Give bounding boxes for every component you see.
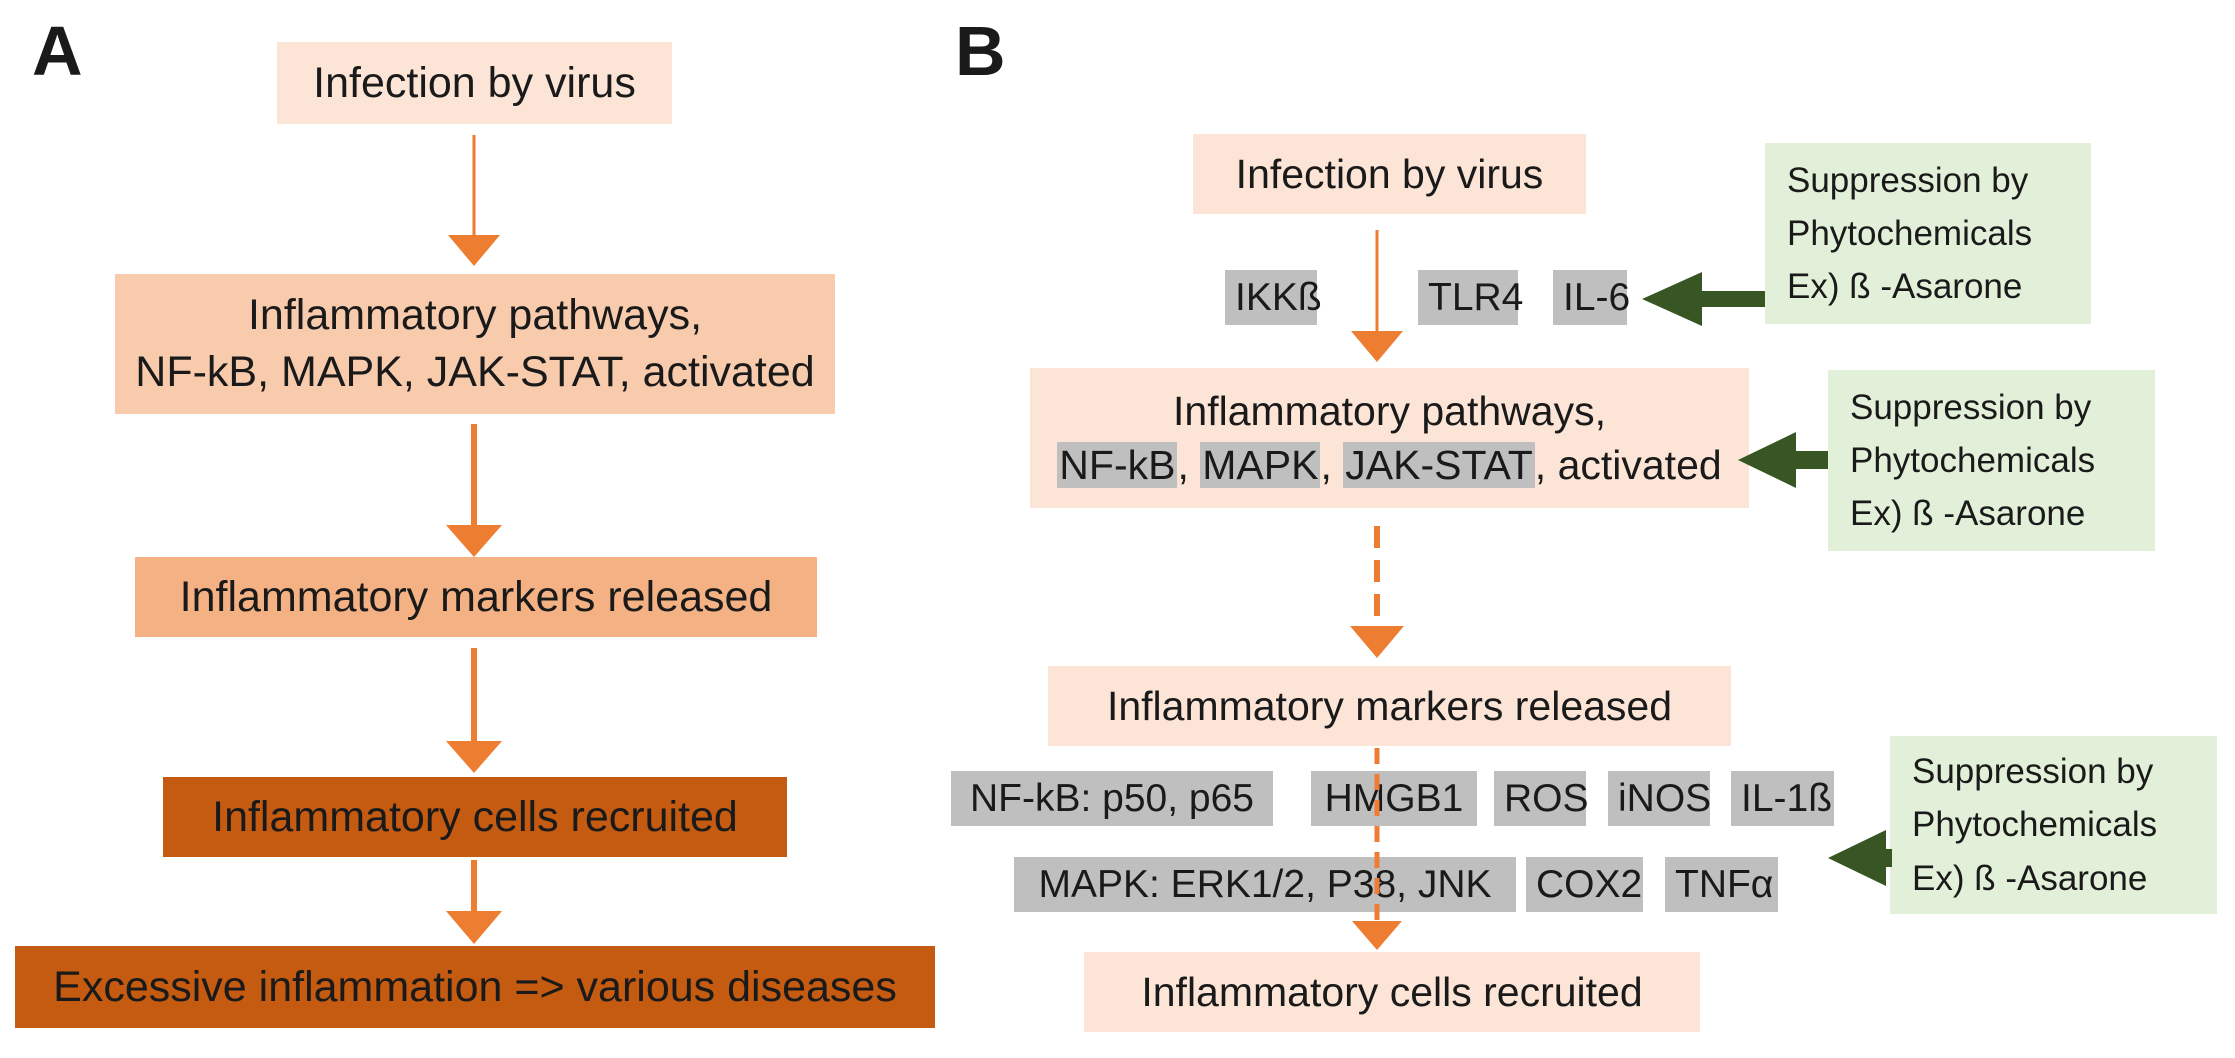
a-arrow-1 (448, 135, 500, 266)
panel-b-label: B (955, 12, 1006, 90)
suppression-3-line2: Phytochemicals (1912, 805, 2158, 845)
suppression-2-line2: Phytochemicals (1850, 440, 2096, 480)
b-receptor-tlr4: TLR4 (1418, 270, 1523, 325)
b-arrow-2-dashed (1350, 526, 1404, 658)
b-pathways-suffix: , activated (1534, 442, 1722, 488)
suppression-1-line3: Ex) ß -Asarone (1787, 267, 2023, 307)
green-arrow-pathways (1738, 432, 1828, 488)
b-marker-inos: iNOS (1608, 771, 1711, 826)
a-diseases-text: Excessive inflammation => various diseas… (53, 962, 897, 1011)
a-diseases-box: Excessive inflammation => various diseas… (15, 946, 935, 1028)
suppression-1-line1: Suppression by (1787, 160, 2029, 200)
b-marker-nfkb: NF-kB: p50, p65 (951, 771, 1273, 826)
a-arrow-2 (446, 424, 502, 557)
b-pathway-sep-2: , (1320, 442, 1344, 488)
green-arrow-receptors (1642, 272, 1765, 326)
b-pathway-jakstat: JAK-STAT (1343, 442, 1535, 488)
b-marker-mapk: MAPK: ERK1/2, P38, JNK (1014, 857, 1516, 912)
b-infection-text: Infection by virus (1235, 150, 1544, 197)
b-pathways-box: Inflammatory pathways, NF-kB, MAPK, JAK-… (1030, 368, 1749, 508)
b-pathway-sep-1: , (1177, 442, 1201, 488)
a-pathways-box: Inflammatory pathways, NF-kB, MAPK, JAK-… (115, 274, 835, 414)
b-marker-ros: ROS (1494, 771, 1589, 826)
suppression-1-line2: Phytochemicals (1787, 213, 2033, 253)
b-receptor-ikkb: IKKß (1225, 270, 1322, 325)
a-markers-text: Inflammatory markers released (179, 572, 773, 621)
a-arrow-4 (446, 860, 502, 944)
suppression-box-receptors: Suppression by Phytochemicals Ex) ß -Asa… (1765, 143, 2091, 324)
b-markers-box: Inflammatory markers released (1048, 666, 1731, 746)
suppression-3-line1: Suppression by (1912, 752, 2154, 792)
b-markers-text: Inflammatory markers released (1106, 682, 1673, 729)
a-pathways-line2: NF-kB, MAPK, JAK-STAT, activated (135, 348, 815, 396)
a-pathways-line1: Inflammatory pathways, (247, 291, 703, 340)
b-marker-hmgb1: HMGB1 (1311, 771, 1477, 826)
suppression-2-line3: Ex) ß -Asarone (1850, 494, 2086, 534)
b-arrow-1 (1351, 230, 1403, 362)
b-pathways-line1: Inflammatory pathways, (1173, 387, 1606, 434)
b-infection-box: Infection by virus (1193, 134, 1586, 214)
suppression-box-markers: Suppression by Phytochemicals Ex) ß -Asa… (1890, 736, 2217, 914)
a-cells-text: Inflammatory cells recruited (212, 792, 738, 841)
b-pathways-line2: NF-kB, MAPK, JAK-STAT, activated (1057, 438, 1722, 492)
a-infection-text: Infection by virus (313, 58, 636, 107)
suppression-3-line3: Ex) ß -Asarone (1912, 858, 2148, 898)
b-pathway-mapk: MAPK (1200, 442, 1321, 488)
b-cells-box: Inflammatory cells recruited (1084, 952, 1700, 1032)
suppression-2-line1: Suppression by (1850, 387, 2092, 427)
a-arrow-3 (446, 648, 502, 773)
b-marker-il1b: IL-1ß (1731, 771, 1834, 826)
b-marker-cox2: COX2 (1526, 857, 1643, 912)
b-pathway-nfkb: NF-kB (1057, 442, 1178, 488)
b-marker-tnfa: TNFα (1665, 857, 1778, 912)
green-arrow-markers (1828, 830, 1892, 886)
suppression-box-pathways: Suppression by Phytochemicals Ex) ß -Asa… (1828, 370, 2155, 551)
b-cells-text: Inflammatory cells recruited (1141, 968, 1643, 1015)
b-receptor-il6: IL-6 (1553, 270, 1630, 325)
panel-a-label: A (32, 12, 83, 90)
a-cells-box: Inflammatory cells recruited (163, 777, 787, 857)
a-markers-box: Inflammatory markers released (135, 557, 817, 637)
b-arrow-3-dashed (1352, 748, 1402, 950)
a-infection-box: Infection by virus (277, 42, 672, 124)
